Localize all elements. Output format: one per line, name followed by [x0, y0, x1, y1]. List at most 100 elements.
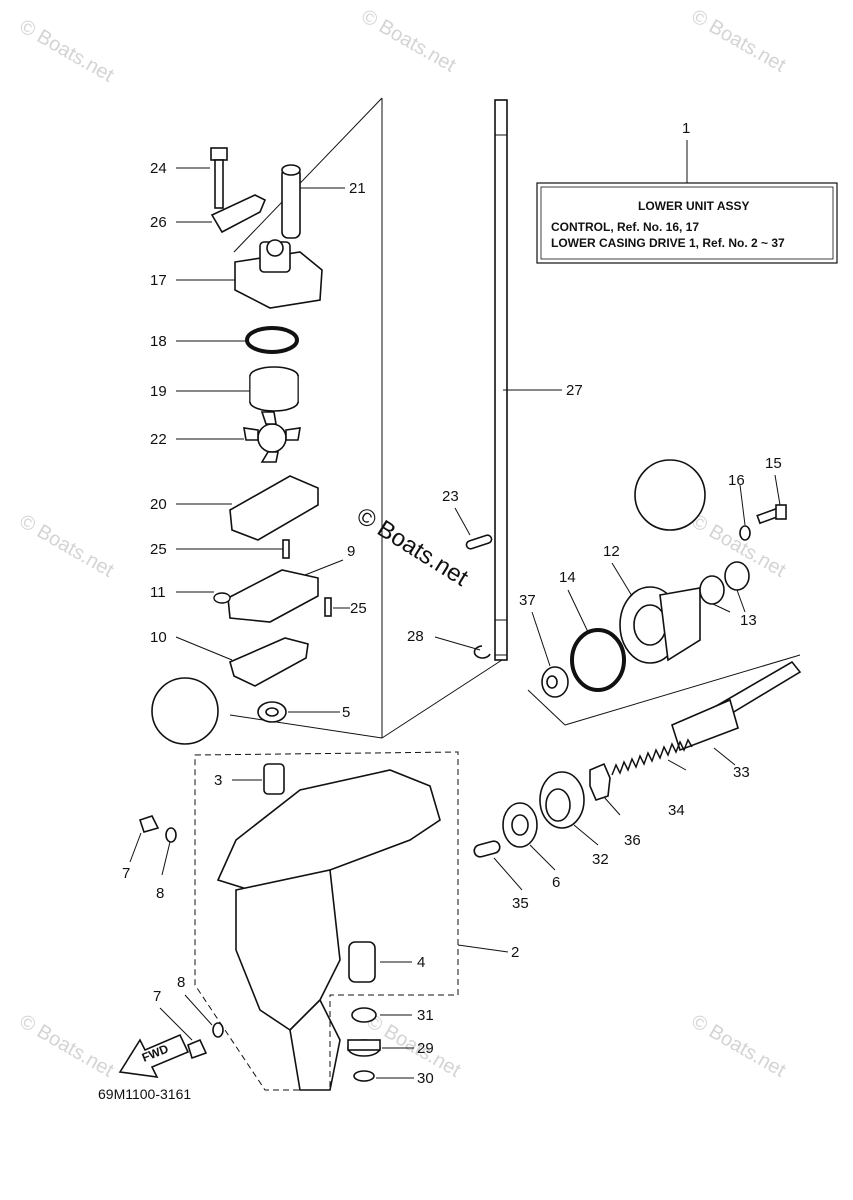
o-ring-18 — [245, 326, 299, 354]
callout-23: 23 — [442, 488, 459, 505]
washer-8-lower — [212, 1022, 224, 1038]
callout-35: 35 — [512, 895, 529, 912]
bushing — [348, 941, 376, 983]
title-box-line2: LOWER CASING DRIVE 1, Ref. No. 2 ~ 37 — [551, 236, 785, 250]
oil-seal-37 — [541, 666, 569, 698]
callout-19: 19 — [150, 383, 167, 400]
callout-36: 36 — [624, 832, 641, 849]
callout-13: 13 — [740, 612, 757, 629]
casing-outline — [194, 751, 459, 1091]
callout-6: 6 — [552, 874, 560, 891]
assembly-title-box: LOWER UNIT ASSY CONTROL, Ref. No. 16, 17… — [536, 140, 838, 264]
collar — [263, 763, 285, 795]
callout-labels: 1 24 21 26 17 18 19 27 22 15 16 23 20 25… — [122, 120, 782, 1087]
title-box-title: LOWER UNIT ASSY — [638, 199, 750, 213]
watermark-mid-left: © Boats.net — [16, 510, 118, 582]
callout-12: 12 — [603, 543, 620, 560]
callout-15: 15 — [765, 455, 782, 472]
callout-37: 37 — [519, 592, 536, 609]
bearing-13b — [724, 561, 750, 591]
bolt — [210, 147, 228, 209]
circlip-28 — [473, 645, 491, 659]
callout-14: 14 — [559, 569, 576, 586]
callout-10: 10 — [150, 629, 167, 646]
callout-9: 9 — [347, 543, 355, 560]
callout-21: 21 — [349, 180, 366, 197]
callout-26: 26 — [150, 214, 167, 231]
pin-lower — [324, 597, 332, 617]
callout-3: 3 — [214, 772, 222, 789]
pinion-29 — [347, 1039, 381, 1057]
screw-7-upper — [138, 815, 160, 833]
shaft-housing — [619, 586, 701, 664]
washer-16 — [739, 525, 751, 541]
o-ring-14 — [570, 628, 626, 692]
center-watermark: © Boats.net — [352, 502, 473, 592]
pump-assembly-outline — [229, 97, 503, 739]
callout-18: 18 — [150, 333, 167, 350]
gear-32 — [539, 771, 585, 829]
propeller-shaft — [671, 660, 802, 752]
watermark-top-right: © Boats.net — [688, 5, 790, 77]
plate — [210, 194, 267, 234]
tube — [281, 164, 301, 239]
o-ring-11 — [213, 592, 231, 604]
pump-case — [227, 569, 319, 623]
callout-31: 31 — [417, 1007, 434, 1024]
callout-34: 34 — [668, 802, 685, 819]
watermark-top-left: © Boats.net — [16, 15, 118, 87]
bearing-13a — [699, 575, 725, 605]
callout-17: 17 — [150, 272, 167, 289]
callout-16: 16 — [728, 472, 745, 489]
callout-33: 33 — [733, 764, 750, 781]
bolt-15 — [756, 504, 787, 525]
callout-27: 27 — [566, 382, 583, 399]
callout-1: 1 — [682, 120, 690, 137]
watermark-bottom-left: © Boats.net — [16, 1010, 118, 1082]
drawing-code: 69M1100-3161 — [98, 1086, 191, 1102]
washer-31 — [351, 1007, 377, 1023]
callout-7a: 7 — [122, 865, 130, 882]
pump-housing — [234, 239, 323, 309]
pin-upper — [282, 539, 290, 559]
callout-20: 20 — [150, 496, 167, 513]
bearing-5 — [257, 701, 287, 723]
pin-23 — [465, 534, 493, 550]
pin-35 — [473, 840, 501, 858]
fwd-arrow: FWD — [118, 1033, 190, 1078]
outer-plate — [229, 475, 319, 541]
bearing-6 — [502, 802, 538, 848]
leader-lines — [129, 167, 781, 1079]
lower-casing — [216, 769, 441, 1091]
callout-11: 11 — [150, 584, 166, 601]
title-box-line1: CONTROL, Ref. No. 16, 17 — [551, 220, 699, 234]
callout-22: 22 — [150, 431, 167, 448]
gasket — [229, 637, 309, 687]
callout-8a: 8 — [156, 885, 164, 902]
impeller — [243, 411, 301, 463]
callout-29: 29 — [417, 1040, 434, 1057]
callout-25b: 25 — [350, 600, 367, 617]
spring-34 — [611, 738, 693, 776]
callout-30: 30 — [417, 1070, 434, 1087]
clutch-36 — [589, 762, 611, 801]
inset-detail-13 — [634, 459, 706, 531]
shaft-group-frame — [527, 654, 801, 726]
callout-8b: 8 — [177, 974, 185, 991]
callout-5: 5 — [342, 704, 350, 721]
callout-7b: 7 — [153, 988, 161, 1005]
screw-7-lower — [187, 1038, 208, 1060]
insert-cartridge — [249, 366, 299, 412]
callout-2: 2 — [511, 944, 519, 961]
watermark-top-mid: © Boats.net — [358, 5, 460, 77]
drive-shaft — [494, 99, 508, 661]
callout-24: 24 — [150, 160, 167, 177]
callout-4: 4 — [417, 954, 425, 971]
clip-30 — [353, 1070, 375, 1082]
callout-25a: 25 — [150, 541, 167, 558]
inset-detail-5 — [151, 677, 219, 745]
watermark-bottom-right: © Boats.net — [688, 1010, 790, 1082]
callout-32: 32 — [592, 851, 609, 868]
callout-28: 28 — [407, 628, 424, 645]
washer-8-upper — [165, 827, 177, 843]
